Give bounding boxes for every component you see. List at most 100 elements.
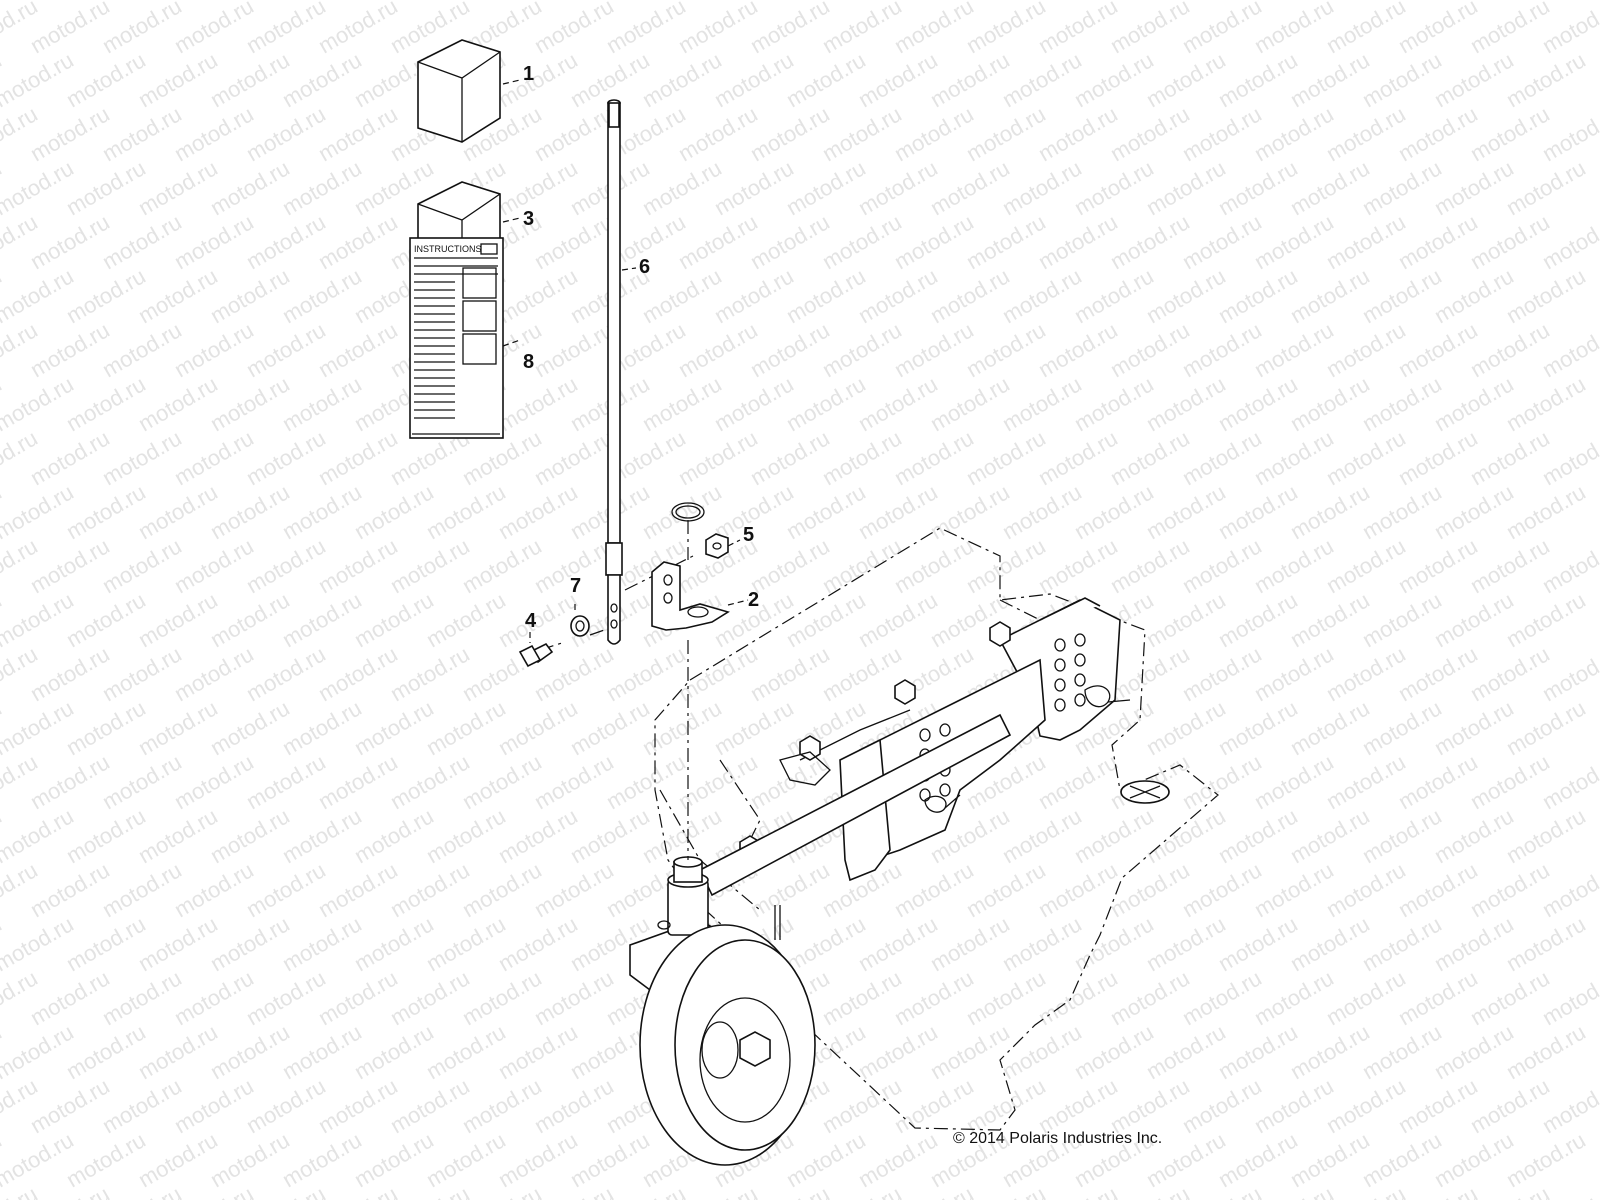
watermark-text: motod.ru <box>1322 533 1410 598</box>
watermark-text: motod.ru <box>890 533 978 598</box>
caster-wheel <box>629 856 816 1166</box>
watermark-text: motod.ru <box>242 965 330 1030</box>
watermark-text: motod.ru <box>1142 47 1230 112</box>
watermark-text: motod.ru <box>26 1073 114 1138</box>
watermark-text: motod.ru <box>1142 911 1230 976</box>
watermark-text: motod.ru <box>1214 803 1302 868</box>
watermark-text: motod.ru <box>1286 803 1374 868</box>
watermark-text: motod.ru <box>1214 155 1302 220</box>
watermark-text: motod.ru <box>1106 317 1194 382</box>
watermark-text: motod.ru <box>98 749 186 814</box>
watermark-text: motod.ru <box>134 263 222 328</box>
watermark-text: motod.ru <box>1286 47 1374 112</box>
watermark-text: motod.ru <box>1430 155 1518 220</box>
part-8-instructions-sheet: INSTRUCTIONS <box>409 237 504 439</box>
watermark-text: motod.ru <box>890 317 978 382</box>
watermark-text: motod.ru <box>422 911 510 976</box>
watermark-text: motod.ru <box>98 857 186 922</box>
watermark-text: motod.ru <box>170 0 258 58</box>
watermark-text: motod.ru <box>134 803 222 868</box>
watermark-text: motod.ru <box>1466 1073 1554 1138</box>
watermark-text: motod.ru <box>1250 857 1338 922</box>
watermark-text: motod.ru <box>818 965 906 1030</box>
watermark-text: motod.ru <box>854 47 942 112</box>
watermark-text: motod.ru <box>1250 749 1338 814</box>
watermark-text: motod.ru <box>746 425 834 490</box>
watermark-text: motod.ru <box>278 803 366 868</box>
watermark-text: motod.ru <box>1286 695 1374 760</box>
watermark-text: motod.ru <box>1178 0 1266 58</box>
watermark-text: motod.ru <box>278 587 366 652</box>
watermark-text: motod.ru <box>1466 533 1554 598</box>
watermark-text: motod.ru <box>1322 425 1410 490</box>
watermark-text: motod.ru <box>1034 317 1122 382</box>
watermark-text: motod.ru <box>386 533 474 598</box>
watermark-text: motod.ru <box>62 803 150 868</box>
watermark-text: motod.ru <box>1538 965 1600 1030</box>
watermark-text: motod.ru <box>206 803 294 868</box>
watermark-text: motod.ru <box>1322 641 1410 706</box>
watermark-text: motod.ru <box>1358 1127 1446 1192</box>
watermark-text: motod.ru <box>1394 1073 1482 1138</box>
watermark-text: motod.ru <box>602 641 690 706</box>
watermark-text: motod.ru <box>530 101 618 166</box>
watermark-text: motod.ru <box>1214 371 1302 436</box>
watermark-text: motod.ru <box>494 911 582 976</box>
watermark-text: motod.ru <box>566 1127 654 1192</box>
watermark-text: motod.ru <box>1070 371 1158 436</box>
watermark-text: motod.ru <box>278 695 366 760</box>
watermark-text: motod.ru <box>1466 317 1554 382</box>
watermark-text: motod.ru <box>1214 1127 1302 1192</box>
watermark-text: motod.ru <box>638 695 726 760</box>
watermark-text: motod.ru <box>314 425 402 490</box>
part-7-washer <box>570 615 590 637</box>
watermark-text: motod.ru <box>854 263 942 328</box>
watermark-text: motod.ru <box>890 425 978 490</box>
watermark-text: motod.ru <box>1070 1019 1158 1084</box>
watermark-text: motod.ru <box>1538 209 1600 274</box>
watermark-text: motod.ru <box>1466 209 1554 274</box>
watermark-text: motod.ru <box>746 749 834 814</box>
watermark-text: motod.ru <box>1070 479 1158 544</box>
watermark-text: motod.ru <box>1466 0 1554 58</box>
watermark-text: motod.ru <box>674 641 762 706</box>
watermark-text: motod.ru <box>1502 371 1590 436</box>
watermark-text: motod.ru <box>62 1127 150 1192</box>
watermark-text: motod.ru <box>1322 857 1410 922</box>
callout-7: 7 <box>570 575 581 597</box>
watermark-text: motod.ru <box>530 1073 618 1138</box>
watermark-text: motod.ru <box>638 47 726 112</box>
watermark-text: motod.ru <box>566 695 654 760</box>
watermark-text: motod.ru <box>386 965 474 1030</box>
watermark-text: motod.ru <box>962 209 1050 274</box>
watermark-text: motod.ru <box>62 263 150 328</box>
watermark-text: motod.ru <box>1466 749 1554 814</box>
watermark-text: motod.ru <box>854 587 942 652</box>
watermark-text: motod.ru <box>1394 533 1482 598</box>
watermark-text: motod.ru <box>530 857 618 922</box>
watermark-text: motod.ru <box>530 317 618 382</box>
watermark-text: motod.ru <box>494 1019 582 1084</box>
callout-6: 6 <box>639 256 650 278</box>
watermark-text: motod.ru <box>638 263 726 328</box>
watermark-text: motod.ru <box>962 317 1050 382</box>
watermark-text: motod.ru <box>494 803 582 868</box>
watermark-text: motod.ru <box>1142 587 1230 652</box>
watermark-text: motod.ru <box>1250 317 1338 382</box>
watermark-text: motod.ru <box>998 371 1086 436</box>
watermark-text: motod.ru <box>422 1019 510 1084</box>
watermark-text: motod.ru <box>206 47 294 112</box>
watermark-text: motod.ru <box>1358 1019 1446 1084</box>
watermark-text: motod.ru <box>1358 263 1446 328</box>
watermark-text: motod.ru <box>998 155 1086 220</box>
watermark-text: motod.ru <box>1502 479 1590 544</box>
watermark-text: motod.ru <box>1034 749 1122 814</box>
watermark-text: motod.ru <box>1394 857 1482 922</box>
watermark-text: motod.ru <box>1394 0 1482 58</box>
watermark-text: motod.ru <box>674 425 762 490</box>
watermark-text: motod.ru <box>1538 857 1600 922</box>
watermark-text: motod.ru <box>782 1127 870 1192</box>
watermark-text: motod.ru <box>98 641 186 706</box>
watermark-text: motod.ru <box>350 911 438 976</box>
part-2-bracket <box>651 561 730 631</box>
